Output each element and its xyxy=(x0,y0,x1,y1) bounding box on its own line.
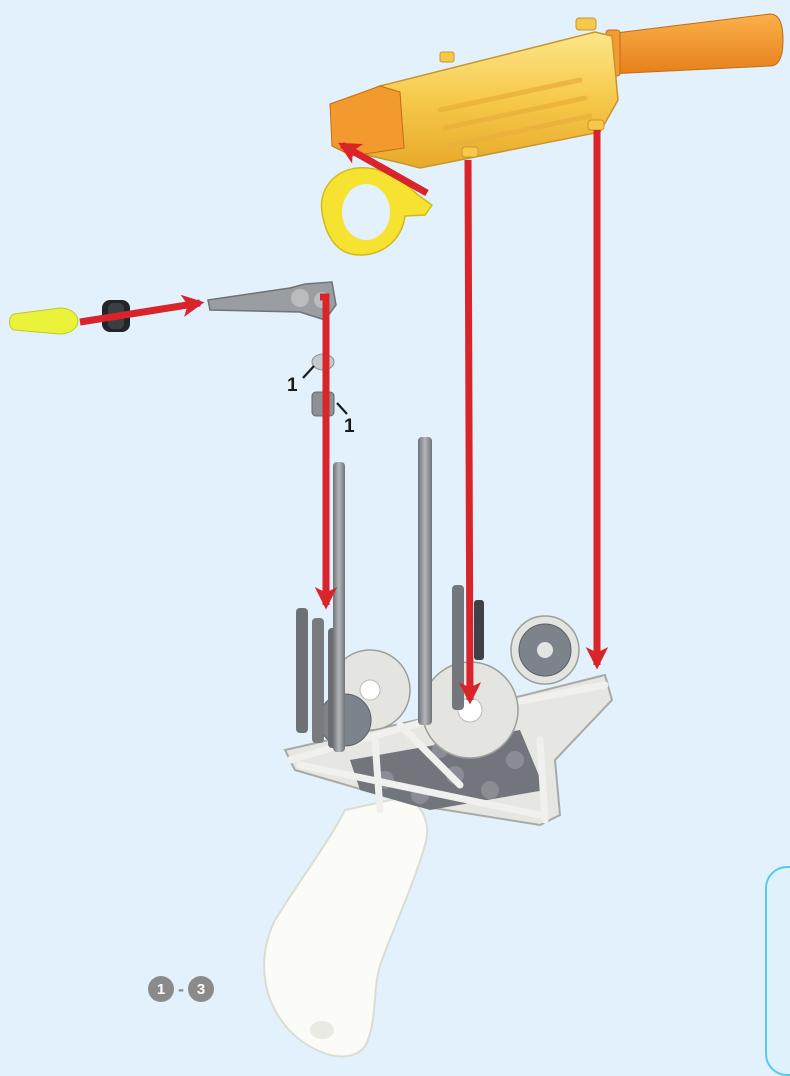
ring-part xyxy=(322,168,432,255)
rod-connector-part xyxy=(208,282,336,320)
step-end-badge: 3 xyxy=(188,976,214,1002)
barrel-part xyxy=(330,14,783,168)
side-info-panel xyxy=(765,866,790,1076)
step-separator: - xyxy=(178,979,184,1000)
tip-part xyxy=(10,308,79,334)
arrow-rod-to-base xyxy=(320,297,326,605)
arrow-tip-to-rod xyxy=(80,303,200,322)
quantity-label: 1 xyxy=(344,416,355,438)
handle-part xyxy=(264,798,427,1057)
arrow-barrel-left-to-base xyxy=(468,160,470,700)
step-start-badge: 1 xyxy=(148,976,174,1002)
quantity-label: 1 xyxy=(287,375,298,397)
step-range: 1 - 3 xyxy=(148,976,214,1002)
